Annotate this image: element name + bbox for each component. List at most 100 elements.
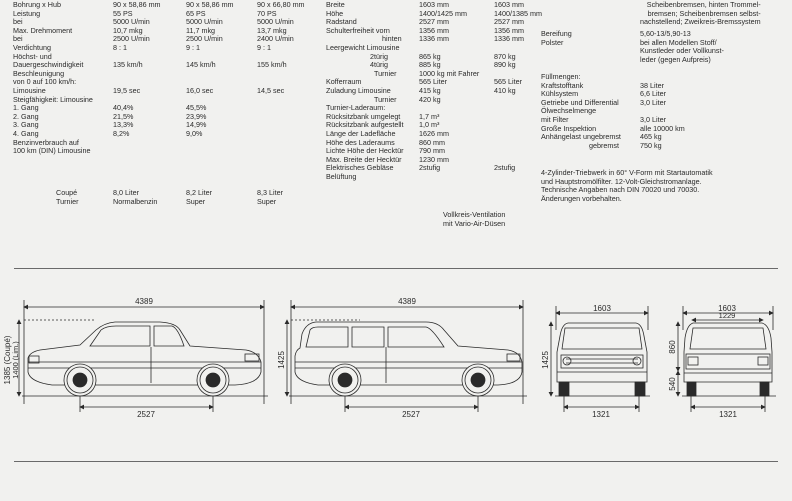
right-spec-label: Getriebe und Differential	[541, 97, 619, 107]
dimension-spec-value: 1000 kg mit Fahrer	[419, 68, 480, 78]
dimension-spec-value: 2527 mm	[419, 17, 449, 27]
right-spec-value: 3,0 Liter	[640, 114, 666, 124]
engine-spec-value: 70 PS	[257, 8, 277, 18]
dimension-spec-value: 415 kg	[419, 85, 441, 95]
note-line: Änderungen vorbehalten.	[541, 193, 622, 203]
rear-drawing	[675, 306, 776, 412]
dimension-spec-value: 860 mm	[419, 137, 445, 147]
divider-top	[14, 268, 778, 269]
brakes-line: Scheibenbremsen, hinten Trommel-	[646, 0, 761, 9]
engine-spec-value: 145 km/h	[186, 60, 216, 70]
dimension-spec-value: 1603 mm	[494, 0, 524, 9]
dimension-spec-label: Max. Breite der Hecktür	[326, 154, 402, 164]
engine-spec-value: 13,3%	[113, 120, 134, 130]
engine-spec-label: Dauergeschwindigkeit	[13, 60, 84, 70]
rear-h1-label: 860	[668, 340, 677, 354]
dimension-spec-label: Leergewicht Limousine	[326, 42, 400, 52]
dimension-spec-value: 885 kg	[419, 60, 441, 70]
coupe-height-label: 1385 (Coupé)	[3, 335, 12, 384]
coupe-label: Coupé	[56, 188, 78, 197]
engine-spec-value: 16,0 sec	[186, 85, 214, 95]
engine-spec-label: 1. Gang	[13, 103, 39, 113]
right-spec-label: Große Inspektion	[541, 123, 597, 133]
right-spec-value: 38 Liter	[640, 80, 664, 90]
dimension-spec-value: 890 kg	[494, 60, 516, 70]
engine-spec-label: Beschleunigung	[13, 68, 65, 78]
brakes-line: bremsen; Scheibenbremsen selbst-	[647, 8, 761, 18]
right-spec-label: Anhängelast ungebremst	[541, 132, 621, 142]
dimension-spec-value: 1626 mm	[419, 128, 449, 138]
engine-spec-label: Benzinverbrauch auf	[13, 137, 79, 147]
dimension-spec-value: 865 kg	[419, 51, 441, 61]
engine-spec-value: 10,7 mkg	[113, 25, 143, 35]
dimension-spec-label: Turnier	[374, 68, 397, 78]
right-spec-label: gebremst	[589, 140, 619, 150]
engine-spec-value: 23,9%	[186, 111, 207, 121]
dimension-spec-label: Kofferraum	[326, 77, 362, 87]
ventilation-line1: Vollkreis-Ventilation	[443, 210, 506, 219]
right-spec-value: alle 10000 km	[640, 123, 685, 133]
technical-notes: 4-Zylinder-Triebwerk in 60° V-Form mit S…	[541, 168, 713, 203]
dimension-spec-value: 1336 mm	[419, 34, 449, 44]
engine-spec-label: bei	[13, 17, 23, 27]
turnier-wheelbase-label: 2527	[402, 410, 420, 419]
turnier-height-label: 1425	[277, 351, 286, 369]
consumption-c3-a: 8,3 Liter	[257, 188, 283, 197]
engine-spec-value: 2500 U/min	[186, 34, 223, 44]
front-width-label: 1603	[593, 304, 611, 313]
engine-spec-value: 45,5%	[186, 103, 207, 113]
dimension-spec-label: Turnier	[374, 94, 397, 104]
dimension-spec-label: Rücksitzbank umgelegt	[326, 111, 401, 121]
rear-h2-label: 540	[668, 377, 677, 391]
dimension-spec-value: 1603 mm	[419, 0, 449, 9]
brakes-text: Scheibenbremsen, hinten Trommel-bremsen;…	[640, 0, 761, 27]
engine-spec-value: 14,9%	[186, 120, 207, 130]
engine-spec-value: 21,5%	[113, 111, 134, 121]
rear-track-label: 1321	[719, 410, 737, 419]
dimension-spec-label: Rücksitzbank aufgestellt	[326, 120, 404, 130]
dimension-spec-value: 1,7 m³	[419, 111, 440, 121]
engine-spec-value: 19,5 sec	[113, 85, 141, 95]
engine-spec-value: 9 : 1	[257, 42, 271, 52]
dimension-spec-label: hinten	[382, 34, 402, 44]
right-spec-label: mit Filter	[541, 114, 569, 124]
right-spec-value: 5,60-13/5,90-13	[640, 29, 691, 38]
dimension-spec-value: 1,0 m³	[419, 120, 440, 130]
rear-inner-label: 1229	[719, 311, 736, 320]
right-spec-label: Kühlsystem	[541, 89, 579, 99]
engine-spec-value: 155 km/h	[257, 60, 287, 70]
rear-width-label: 1603	[718, 304, 736, 313]
engine-spec-label: Bohrung x Hub	[13, 0, 61, 9]
front-height-label: 1425	[541, 351, 550, 369]
dimension-spec-value: 790 mm	[419, 146, 445, 156]
engine-spec-value: 135 km/h	[113, 60, 143, 70]
dimension-spec-value: 1356 mm	[419, 25, 449, 35]
engine-spec-value: 11,7 mkg	[186, 25, 216, 35]
engine-spec-label: bei	[13, 34, 23, 44]
engine-spec-label: 4. Gang	[13, 128, 39, 138]
dimension-spec-value: 2527 mm	[494, 17, 524, 27]
engine-spec-value: 90 x 58,86 mm	[186, 0, 234, 9]
note-line: 4-Zylinder-Triebwerk in 60° V-Form mit S…	[541, 168, 713, 177]
coupe-height2-label: 1400 (Lim.)	[11, 341, 20, 378]
dimension-spec-value: 1356 mm	[494, 25, 524, 35]
dimension-spec-value: 870 kg	[494, 51, 516, 61]
right-spec-label: Bereifung	[541, 29, 572, 38]
right-spec-value: 3,0 Liter	[640, 97, 666, 107]
engine-spec-value: 5000 U/min	[113, 17, 150, 27]
engine-spec-label: 3. Gang	[13, 120, 39, 130]
engine-spec-label: Steigfähigkeit: Limousine	[13, 94, 93, 104]
turnier-label: Turnier	[56, 197, 79, 206]
dimension-spec-label: Turnier-Laderaum:	[326, 103, 386, 113]
right-spec-value: Kunstleder oder Vollkunst-	[640, 46, 724, 56]
consumption-c3-b: Super	[257, 197, 277, 206]
coupe-wheelbase-label: 2527	[137, 410, 155, 419]
dimension-spec-label: Belüftung	[326, 171, 357, 181]
consumption-c2-b: Super	[186, 197, 206, 206]
